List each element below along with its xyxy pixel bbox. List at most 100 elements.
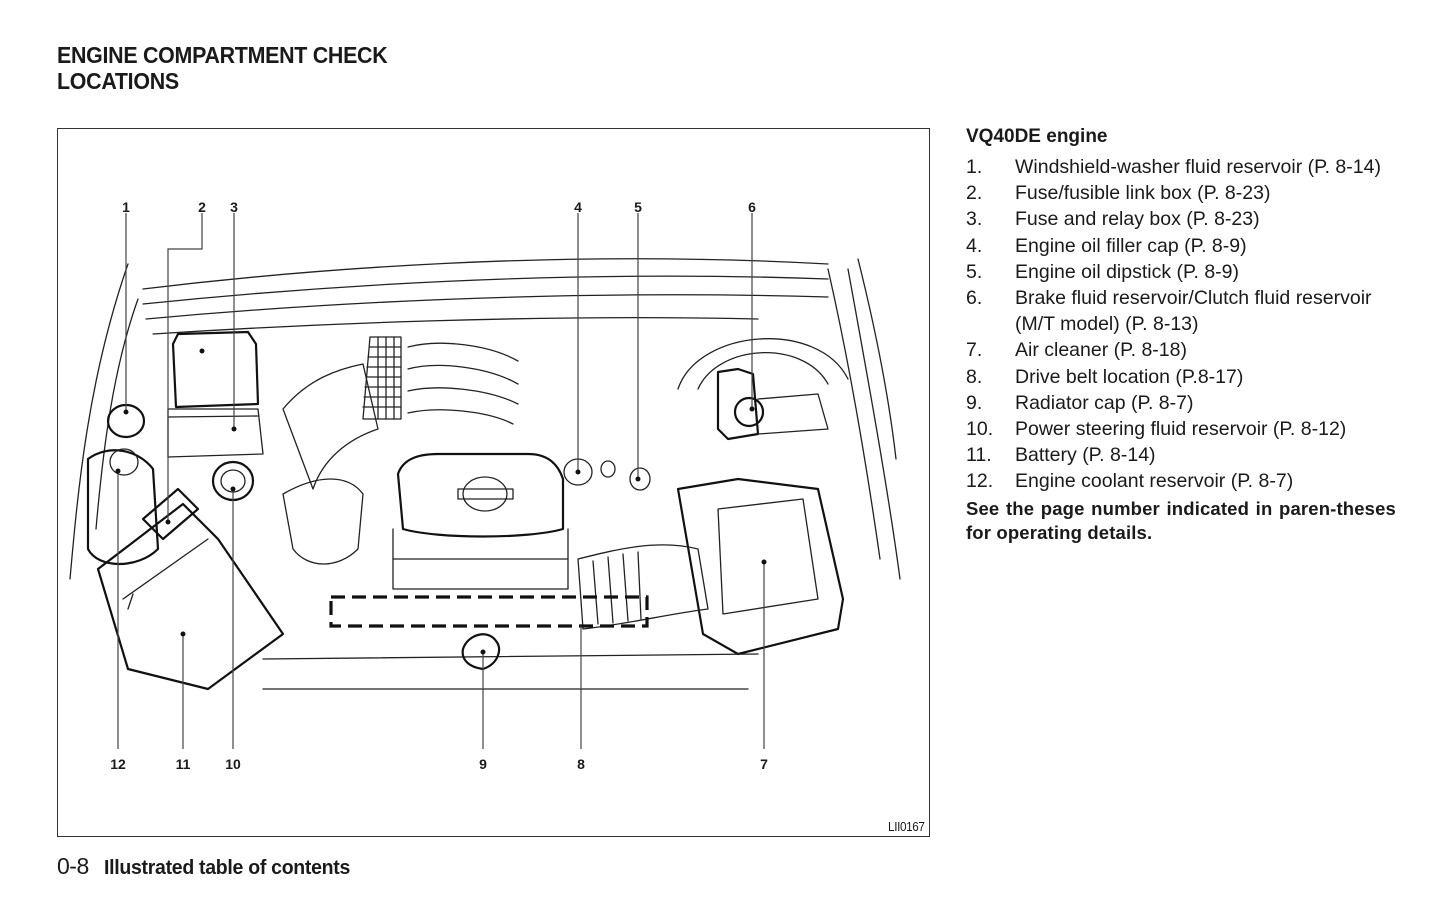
legend-list: 1.Windshield-washer fluid reservoir (P. … xyxy=(966,154,1396,495)
legend-item-number: 5. xyxy=(966,260,983,283)
nissan-emblem-bar xyxy=(457,488,514,500)
section-name: Illustrated table of contents xyxy=(103,856,350,879)
fusible-link-connector xyxy=(141,487,200,541)
legend-item-text: Air cleaner (P. 8-18) xyxy=(1015,339,1187,362)
legend-item-number: 8. xyxy=(966,365,983,388)
leader-dot-10 xyxy=(230,486,236,492)
leader-dot-12 xyxy=(115,468,121,474)
legend-item-text: Battery (P. 8-14) xyxy=(1015,444,1156,467)
leader-dot-9 xyxy=(480,649,486,655)
legend-item-text: Engine oil filler cap (P. 8-9) xyxy=(1015,234,1247,257)
legend-item-number: 2. xyxy=(966,182,983,205)
right-fender-outer xyxy=(857,258,897,460)
callout-3: 3 xyxy=(230,199,238,215)
callout-1: 1 xyxy=(122,199,130,215)
leader-dot-1 xyxy=(123,409,129,415)
coolant-cap xyxy=(109,448,139,476)
hose-bellows-ribs xyxy=(592,551,642,625)
leader-2 xyxy=(167,213,203,522)
legend-item-text: Brake fluid reservoir/Clutch fluid reser… xyxy=(1015,287,1372,336)
legend-item-number: 7. xyxy=(966,339,983,362)
drive-belt-zone xyxy=(329,595,649,628)
section-title-line-2: LOCATIONS xyxy=(57,68,179,94)
legend-item: 11. Battery (P. 8-14) xyxy=(966,442,1396,468)
fuse-link-box xyxy=(171,330,260,409)
legend-item: 5. Engine oil dipstick (P. 8-9) xyxy=(966,259,1396,285)
legend-item: 6.Brake fluid reservoir/Clutch fluid res… xyxy=(966,285,1396,337)
page-number: 0-8 xyxy=(57,853,89,879)
legend-item-number: 10. xyxy=(966,418,994,441)
legend-item: 7. Air cleaner (P. 8-18) xyxy=(966,337,1396,363)
runner-2 xyxy=(407,364,519,385)
brake-booster-outer xyxy=(677,338,849,390)
intake-plenum-grid xyxy=(362,336,402,420)
radiator-cap xyxy=(461,633,501,671)
brake-fluid-cap xyxy=(733,396,765,428)
runner-4 xyxy=(407,409,514,425)
legend-item-text: Power steering fluid reservoir (P. 8-12) xyxy=(1015,418,1347,441)
legend-item-number: 12. xyxy=(966,470,994,493)
leader-dot-2b xyxy=(199,348,205,354)
washer-reservoir-body xyxy=(86,449,160,566)
air-intake-hose xyxy=(577,544,709,630)
legend-item-number: 3. xyxy=(966,208,983,231)
relay-box-edge xyxy=(167,415,259,418)
legend-item-text: Radiator cap (P. 8-7) xyxy=(1015,391,1194,414)
legend-item: 4. Engine oil filler cap (P. 8-9) xyxy=(966,233,1396,259)
legend-title: VQ40DE engine xyxy=(966,126,1108,147)
runner-3 xyxy=(407,387,519,405)
radiator-support-top xyxy=(262,653,759,660)
legend: VQ40DE engine 1.Windshield-washer fluid … xyxy=(966,124,1396,545)
cowl-line-4 xyxy=(152,317,759,335)
legend-item: 12. Engine coolant reservoir (P. 8-7) xyxy=(966,468,1396,494)
dipstick-handle xyxy=(629,467,651,491)
legend-item-text: Engine oil dipstick (P. 8-9) xyxy=(1015,260,1240,283)
legend-item-text: Fuse and relay box (P. 8-23) xyxy=(1015,208,1260,231)
legend-item: 8. Drive belt location (P.8-17) xyxy=(966,364,1396,390)
runner-1 xyxy=(407,342,519,362)
air-cleaner-lid xyxy=(717,498,819,615)
callout-2: 2 xyxy=(198,199,206,215)
callout-4: 4 xyxy=(574,199,582,215)
leader-dot-4 xyxy=(575,469,581,475)
callout-labels: 1 2 3 4 5 6 12 11 10 9 8 7 xyxy=(110,199,768,772)
legend-item-text: Drive belt location (P.8-17) xyxy=(1015,365,1244,388)
brake-lines xyxy=(757,393,829,435)
callout-6: 6 xyxy=(748,199,756,215)
legend-item: 2. Fuse/fusible link box (P. 8-23) xyxy=(966,180,1396,206)
legend-item-number: 9. xyxy=(966,391,983,414)
callout-10: 10 xyxy=(225,756,241,772)
engine-artwork xyxy=(69,258,901,691)
callout-7: 7 xyxy=(760,756,768,772)
callout-11: 11 xyxy=(176,756,191,772)
right-fender-line xyxy=(847,268,901,580)
battery-body xyxy=(96,502,285,691)
nissan-emblem xyxy=(462,476,508,512)
callout-12: 12 xyxy=(110,756,126,772)
page-footer: 0-8 Illustrated table of contents xyxy=(57,853,363,880)
cowl-line-2 xyxy=(142,275,829,305)
section-title: ENGINE COMPARTMENT CHECK LOCATIONS xyxy=(57,42,388,94)
legend-item-number: 4. xyxy=(966,234,983,257)
legend-item-number: 11. xyxy=(966,444,992,467)
legend-item-text: Engine coolant reservoir (P. 8-7) xyxy=(1015,470,1294,493)
legend-item-text: Fuse/fusible link box (P. 8-23) xyxy=(1015,182,1271,205)
leader-dot-2a xyxy=(165,519,171,525)
left-fender-line xyxy=(69,263,129,580)
leader-dot-3 xyxy=(231,426,237,432)
cowl-line-1 xyxy=(142,258,829,290)
throttle-body xyxy=(282,478,364,565)
battery-hold-down xyxy=(122,538,209,610)
callout-5: 5 xyxy=(634,199,642,215)
air-cleaner-box xyxy=(676,477,845,656)
legend-note: See the page number indicated in paren-t… xyxy=(966,497,1396,543)
callout-8: 8 xyxy=(577,756,585,772)
legend-item: 3. Fuse and relay box (P. 8-23) xyxy=(966,206,1396,232)
leader-dot-6 xyxy=(749,406,755,412)
engine-line-drawing: 1 2 3 4 5 6 12 11 10 9 8 7 xyxy=(69,199,901,772)
callout-leaders xyxy=(115,213,767,749)
section-title-line-1: ENGINE COMPARTMENT CHECK xyxy=(57,42,388,68)
legend-item: 1.Windshield-washer fluid reservoir (P. … xyxy=(966,154,1396,180)
leader-dot-5 xyxy=(635,476,641,482)
left-fender-inner xyxy=(95,298,139,530)
